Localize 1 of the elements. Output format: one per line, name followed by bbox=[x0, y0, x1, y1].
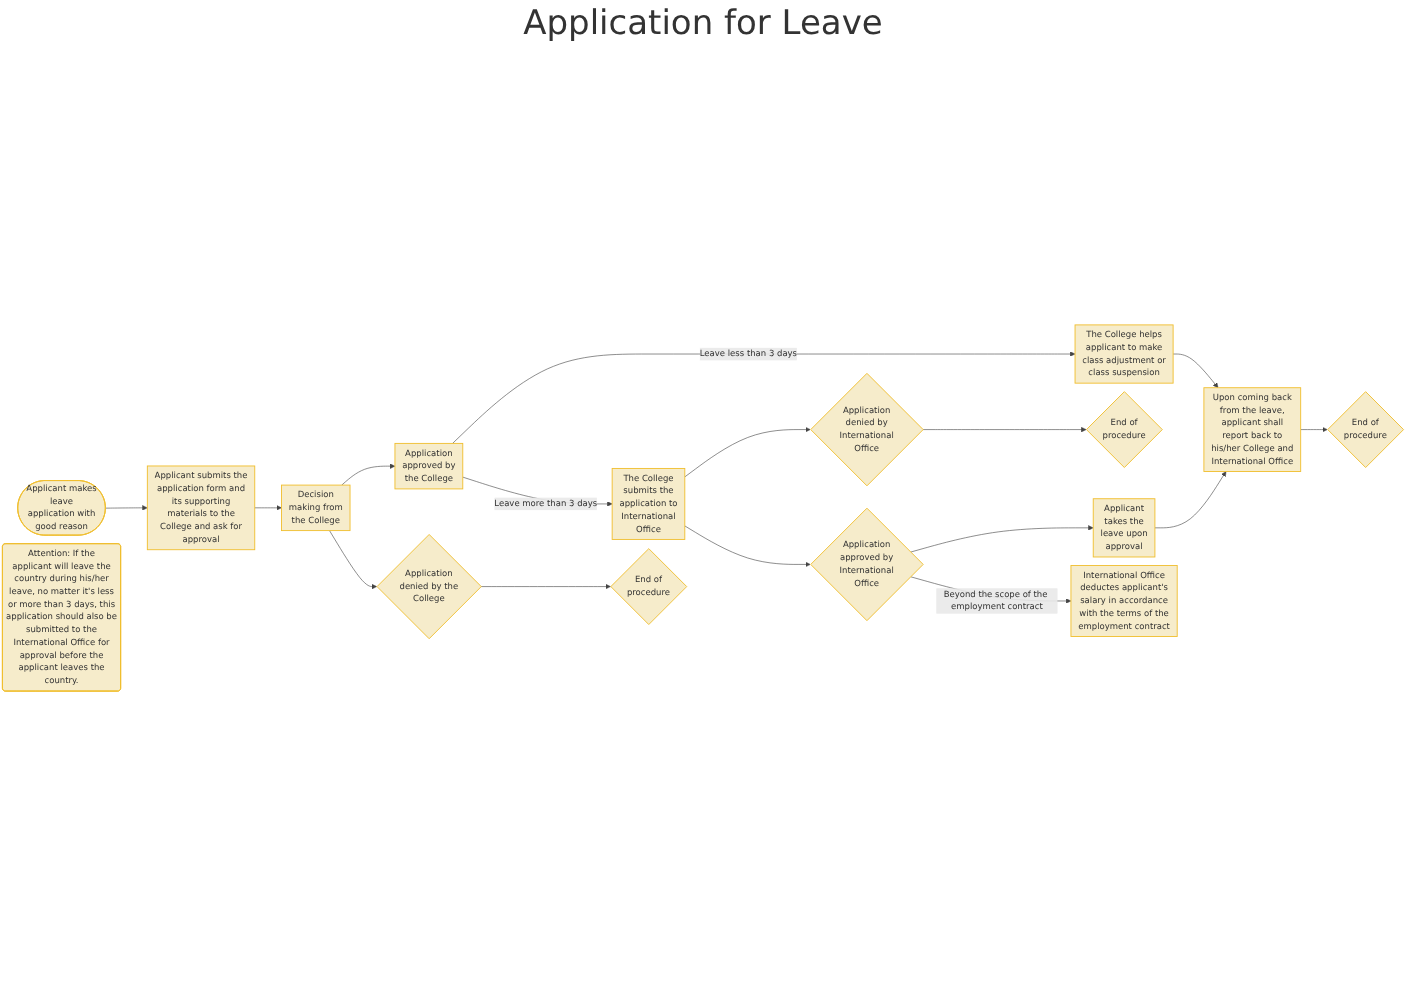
diagram-title: Application for Leave bbox=[521, 4, 885, 44]
